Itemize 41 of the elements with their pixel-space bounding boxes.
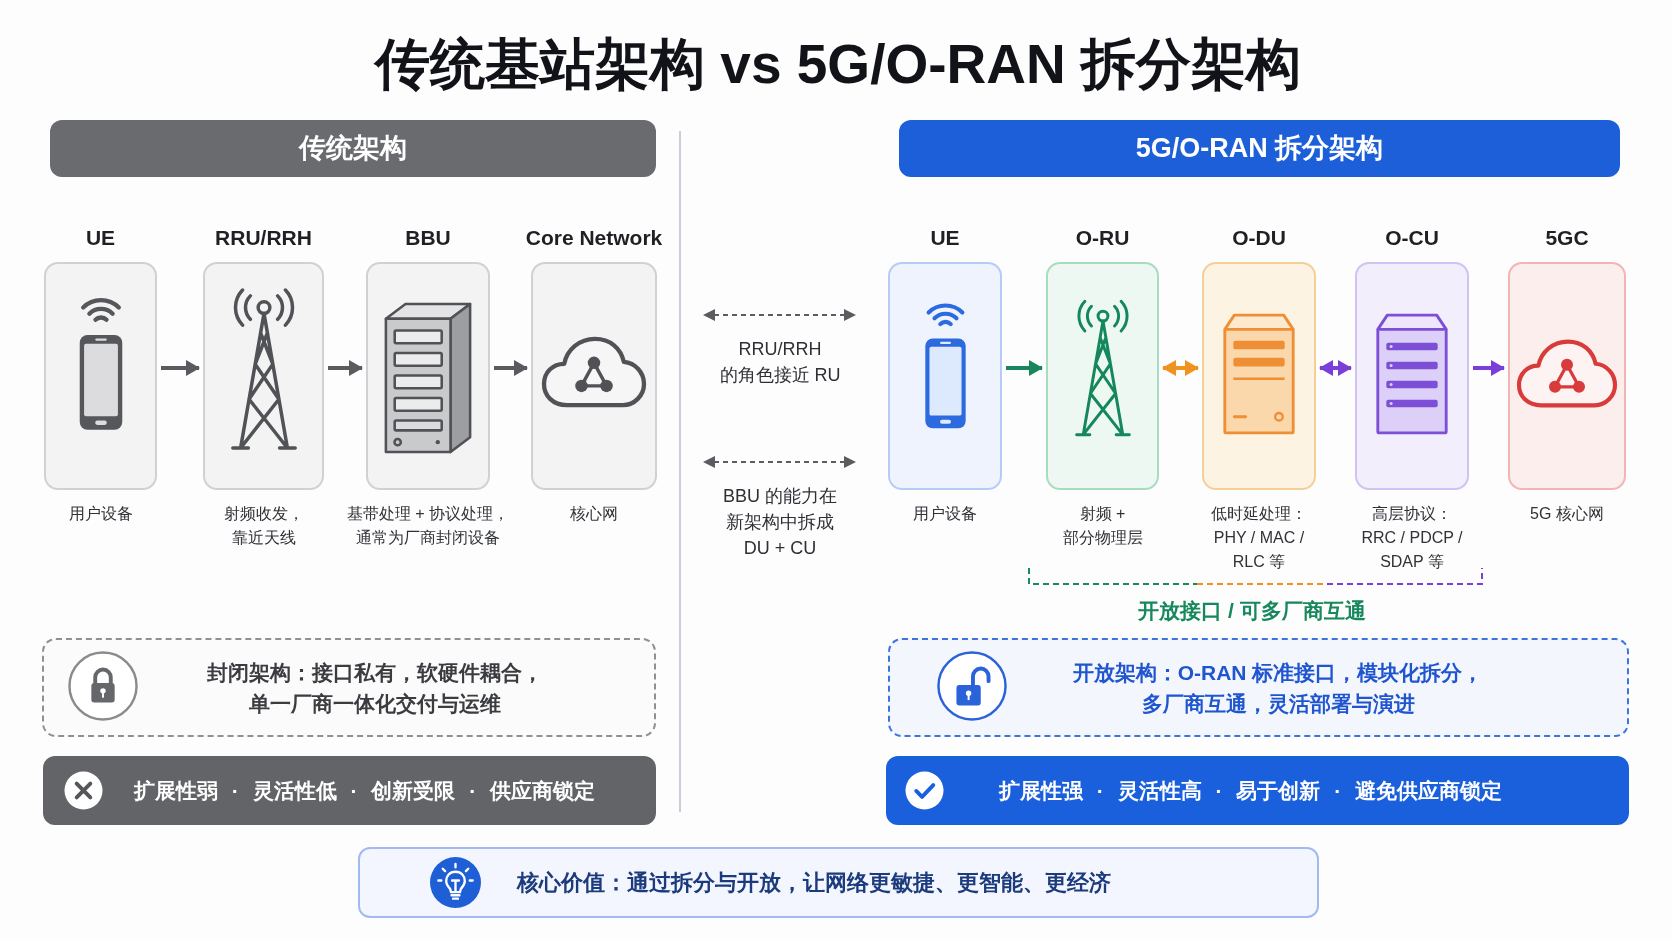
summary-bar xyxy=(43,756,656,825)
node-caption: 基带处理 + 协议处理，通常为厂商封闭设备 xyxy=(345,504,511,548)
bracket-label: 开放接口 / 可多厂商互通 xyxy=(1138,598,1366,624)
annotation-text: BBU 的能力在新架构中拆成 DU + CU xyxy=(722,485,838,560)
note-text: 封闭架构：接口私有，软硬件耦合，单一厂商一体化交付与运维 xyxy=(206,659,544,717)
node-caption: 用户设备 xyxy=(913,504,977,524)
arrow xyxy=(161,360,200,376)
node-heading: O-CU xyxy=(1385,225,1439,251)
node-heading: O-RU xyxy=(1075,225,1130,251)
node-heading: UE xyxy=(930,225,960,251)
highlight-text: 核心价值：通过拆分与开放，让网络更敏捷、更智能、更经济 xyxy=(517,868,1111,897)
arrow xyxy=(494,360,528,376)
note-box xyxy=(42,638,656,737)
node-heading: RRU/RRH xyxy=(215,225,312,251)
summary-text: 扩展性强 · 灵活性高 · 易于创新 · 避免供应商锁定 xyxy=(999,777,1502,804)
arrow xyxy=(328,360,363,376)
arrow xyxy=(1319,360,1352,376)
node-heading: 5GC xyxy=(1545,225,1589,251)
highlight-box xyxy=(358,847,1319,918)
arrow xyxy=(1473,360,1505,376)
summary-bar xyxy=(886,756,1629,825)
node-heading: Core Network xyxy=(525,225,663,251)
section-header: 5G/O-RAN 拆分架构 xyxy=(899,120,1620,177)
node-heading: UE xyxy=(85,225,116,251)
node-caption: 低时延处理：PHY / MAC / RLC 等 xyxy=(1210,504,1308,572)
node-heading: BBU xyxy=(405,225,451,251)
section-header: 传统架构 xyxy=(50,120,656,177)
arrow xyxy=(1006,360,1043,376)
node-caption: 用户设备 xyxy=(68,504,133,524)
node-caption: 射频 + 部分物理层 xyxy=(1061,504,1144,548)
arrow xyxy=(1162,360,1199,376)
note-box xyxy=(888,638,1629,737)
node-caption: 核心网 xyxy=(570,504,618,524)
node-heading: O-DU xyxy=(1232,225,1286,251)
node-caption: 5G 核心网 xyxy=(1530,504,1604,524)
annotation-text: RRU/RRH 的角色接近 RU xyxy=(718,338,842,387)
note-text: 开放架构：O-RAN 标准接口，模块化拆分，多厂商互通，灵活部署与演进 xyxy=(1071,659,1485,717)
node-caption: 高层协议：RRC / PDCP / SDAP 等 xyxy=(1360,504,1464,572)
node-caption: 射频收发，靠近天线 xyxy=(222,504,305,548)
title: 传统基站架构 vs 5G/O-RAN 拆分架构 xyxy=(375,32,1301,97)
summary-text: 扩展性弱 · 灵活性低 · 创新受限 · 供应商锁定 xyxy=(134,777,595,804)
